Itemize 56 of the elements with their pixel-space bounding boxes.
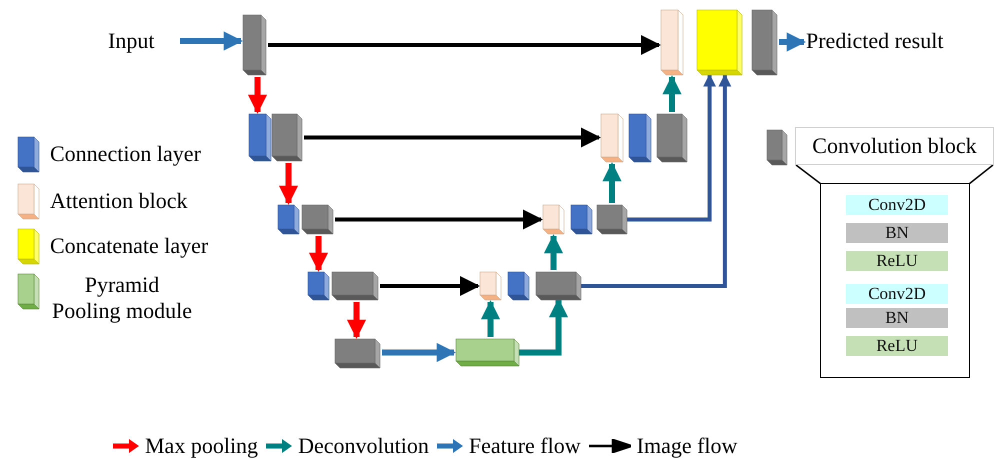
arrow xyxy=(268,35,661,55)
arrow xyxy=(380,276,480,296)
legend-label: Max pooling xyxy=(145,434,258,458)
layer-label: BN xyxy=(846,308,948,328)
arrow xyxy=(180,31,243,51)
layer-block xyxy=(480,272,501,300)
layer-block xyxy=(456,339,519,366)
legend-label: Feature flow xyxy=(468,434,581,458)
layer-label: ReLU xyxy=(846,336,948,356)
arrow xyxy=(662,75,682,112)
layer-block xyxy=(508,272,529,300)
legend-label: Pyramid Pooling module xyxy=(51,272,193,324)
arrow xyxy=(335,210,543,230)
block-detail-panel xyxy=(820,183,970,378)
node-label: Input xyxy=(108,27,178,55)
layer-block xyxy=(661,10,683,75)
layer-label: ReLU xyxy=(846,251,948,271)
layer-block xyxy=(657,114,687,162)
arrow xyxy=(779,32,806,52)
arrow xyxy=(304,128,601,148)
legend-label: Deconvolution xyxy=(298,434,429,458)
legend-label: Image flow xyxy=(636,434,738,458)
layer-block xyxy=(308,272,329,300)
block-title: Convolution block xyxy=(795,127,994,165)
arrow xyxy=(346,302,366,339)
layer-label: Conv2D xyxy=(846,195,948,215)
arrow xyxy=(248,77,268,114)
layer-label: Conv2D xyxy=(846,284,948,304)
layer-block xyxy=(597,205,627,234)
node-label: Predicted result xyxy=(806,27,994,57)
arrow xyxy=(480,300,500,337)
layer-block xyxy=(752,10,777,75)
arrow xyxy=(602,162,622,203)
arrow xyxy=(519,298,568,356)
arrow xyxy=(308,236,328,272)
layer-block xyxy=(629,114,651,162)
layer-block xyxy=(249,114,271,161)
arrow xyxy=(382,342,456,362)
layer-block xyxy=(601,114,623,162)
arrow xyxy=(278,163,298,205)
layer-block xyxy=(335,339,380,368)
legend-label: Connection layer xyxy=(50,141,201,167)
layer-block xyxy=(272,114,302,161)
layer-block xyxy=(278,205,299,234)
layer-block xyxy=(697,10,742,75)
layer-block xyxy=(243,15,266,75)
layer-block xyxy=(332,272,378,300)
layer-block xyxy=(571,205,592,234)
legend-label: Concatenate layer xyxy=(50,233,208,259)
layer-block xyxy=(536,272,581,300)
arrow xyxy=(627,74,716,222)
arrow xyxy=(581,74,732,288)
layer-label: BN xyxy=(846,223,948,243)
legend-label: Attention block xyxy=(50,188,188,214)
layer-block xyxy=(302,205,333,234)
layer-block xyxy=(543,205,564,234)
